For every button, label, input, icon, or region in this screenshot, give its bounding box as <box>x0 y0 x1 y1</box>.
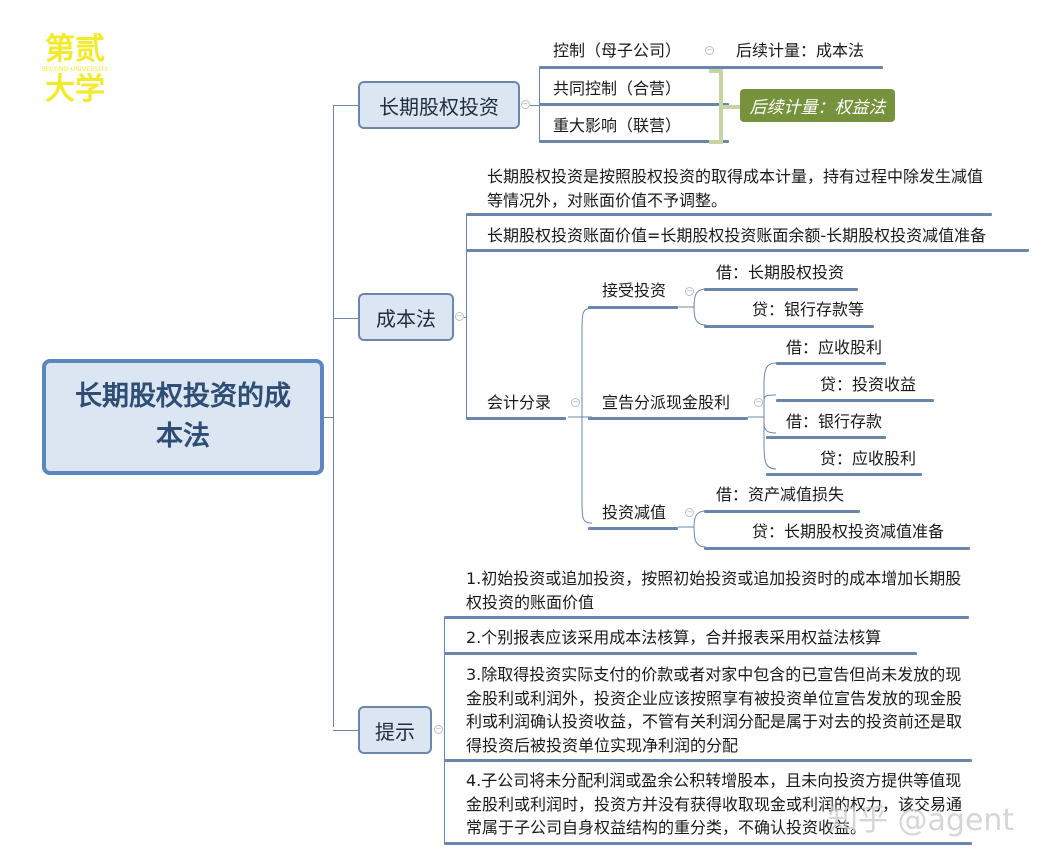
logo-subtitle: SECOND UNIVERSITY <box>41 66 109 73</box>
entry-receive-investment[interactable]: 接受投资 <box>602 281 667 300</box>
logo: 第贰 SECOND UNIVERSITY 大学 <box>34 34 116 106</box>
cost-stub <box>464 317 467 318</box>
topic-tips[interactable]: 提示 <box>358 706 432 754</box>
underline <box>444 616 969 619</box>
collapse-icon[interactable]: − <box>434 725 443 734</box>
main-trunk <box>333 105 334 727</box>
tips-children-line <box>444 617 445 843</box>
ltei-child-significant[interactable]: 重大影响（联营） <box>553 116 682 135</box>
underline <box>776 362 886 365</box>
underline <box>539 66 729 69</box>
underline <box>444 652 917 655</box>
entry-line[interactable]: 借：银行存款 <box>786 412 883 431</box>
control-note[interactable]: 后续计量：成本法 <box>736 41 865 60</box>
topic-ltei[interactable]: 长期股权投资 <box>358 81 520 129</box>
entry-line[interactable]: 借：资产减值损失 <box>716 485 845 504</box>
entry-impairment[interactable]: 投资减值 <box>602 503 667 522</box>
collapse-icon[interactable]: − <box>705 46 714 55</box>
collapse-icon[interactable]: − <box>685 508 694 517</box>
cost-definition[interactable]: 长期股权投资是按照股权投资的取得成本计量，持有过程中除发生减值等情况外，对账面价… <box>487 167 984 210</box>
summary-connector <box>723 105 740 109</box>
underline <box>704 288 858 291</box>
entry-line[interactable]: 借：应收股利 <box>786 338 883 357</box>
ltei-child-control[interactable]: 控制（母子公司） <box>553 41 682 60</box>
entry-line[interactable]: 借：长期股权投资 <box>716 263 845 282</box>
entry-declare-dividend[interactable]: 宣告分派现金股利 <box>602 393 731 412</box>
ltei-child-joint[interactable]: 共同控制（合营） <box>553 79 682 98</box>
entry-line[interactable]: 贷：应收股利 <box>820 449 917 468</box>
cost-children-line <box>466 214 467 419</box>
logo-line2: 大学 <box>45 72 105 107</box>
collapse-icon[interactable]: − <box>521 100 530 109</box>
root-title: 长期股权投资的成本法 <box>75 381 291 452</box>
underline <box>539 103 729 106</box>
underline <box>539 140 729 143</box>
connector-ltei <box>333 105 358 106</box>
branch-curve <box>748 362 777 470</box>
underline <box>704 325 874 328</box>
summary-bracket <box>709 69 723 144</box>
collapse-icon[interactable]: − <box>754 398 763 407</box>
entry-line[interactable]: 贷：投资收益 <box>820 375 917 394</box>
underline <box>444 759 972 762</box>
watermark: 知乎 @agent <box>828 803 1015 838</box>
summary-equity-method[interactable]: 后续计量：权益法 <box>740 89 895 122</box>
tip-item-1[interactable]: 1.初始投资或追加投资，按照初始投资或追加投资时的成本增加长期股权投资的账面价值 <box>466 569 962 612</box>
underline <box>466 213 992 216</box>
underline <box>466 417 566 420</box>
entries-label[interactable]: 会计分录 <box>487 393 552 412</box>
entries-branch-curve <box>568 307 593 524</box>
connector-tips <box>333 730 358 731</box>
topic-cost-label: 成本法 <box>376 306 436 331</box>
underline <box>704 510 860 513</box>
branch-curve <box>678 510 707 548</box>
branch-curve <box>678 288 707 326</box>
underline <box>704 547 970 550</box>
underline <box>466 249 1029 252</box>
collapse-icon[interactable]: − <box>685 287 694 296</box>
root-topic[interactable]: 长期股权投资的成本法 <box>42 359 324 475</box>
topic-ltei-label: 长期股权投资 <box>379 94 499 119</box>
tip-item-4[interactable]: 4.子公司将未分配利润或盈余公积转增股本，且未向投资方提供等值现金股利或利润时，… <box>466 771 963 837</box>
underline <box>444 842 972 845</box>
collapse-icon[interactable]: − <box>571 398 580 407</box>
entry-line[interactable]: 贷：长期股权投资减值准备 <box>752 522 945 541</box>
underline <box>766 436 886 439</box>
underline <box>776 399 934 402</box>
topic-cost[interactable]: 成本法 <box>358 293 454 341</box>
collapse-icon[interactable]: − <box>455 312 464 321</box>
connector-cost <box>333 318 358 319</box>
underline <box>588 306 678 309</box>
underline <box>588 527 678 530</box>
cost-formula[interactable]: 长期股权投资账面价值=长期股权投资账面余额-长期股权投资减值准备 <box>487 226 987 245</box>
tip-item-2[interactable]: 2.个别报表应该采用成本法核算，合并报表采用权益法核算 <box>466 628 882 647</box>
entry-line[interactable]: 贷：银行存款等 <box>752 300 865 319</box>
logo-line1: 第贰 <box>45 32 105 67</box>
ltei-stub <box>530 105 539 106</box>
tip-item-3[interactable]: 3.除取得投资实际支付的价款或者对家中包含的已宣告但尚未发放的现金股利或利润外，… <box>466 665 963 755</box>
summary-label: 后续计量：权益法 <box>749 98 886 118</box>
root-connector <box>324 417 333 418</box>
underline <box>726 66 883 69</box>
underline <box>588 417 748 420</box>
topic-tips-label: 提示 <box>375 719 415 744</box>
underline <box>766 473 922 476</box>
